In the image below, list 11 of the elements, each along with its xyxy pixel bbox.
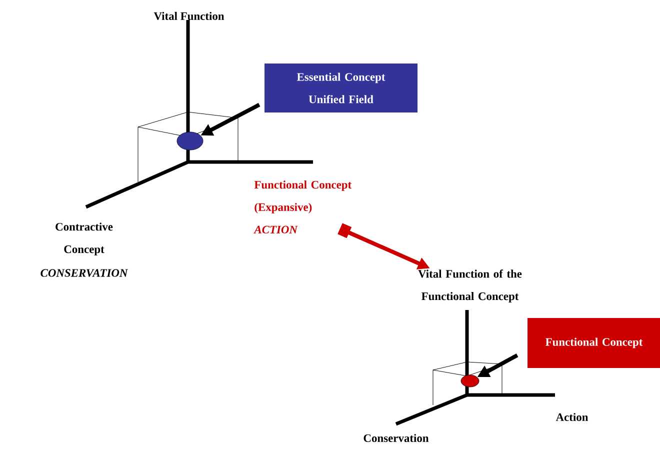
axis-label: Vital Function xyxy=(154,12,224,20)
axis-label: Action xyxy=(556,412,588,422)
point-marker xyxy=(176,132,204,150)
axis-label: Vital Function of the Functional Concept xyxy=(418,270,522,302)
axis-label: CONSERVATION xyxy=(40,269,128,277)
label-box: Functional Concept xyxy=(528,318,660,368)
axis-label: Contractive Concept xyxy=(56,222,113,256)
axis-label: Functional Concept (Expansive) ACTION xyxy=(254,180,352,234)
axis-label: Conservation xyxy=(364,434,429,442)
label-box: Essential Concept Unified Field xyxy=(264,64,418,112)
point-marker xyxy=(460,374,480,388)
